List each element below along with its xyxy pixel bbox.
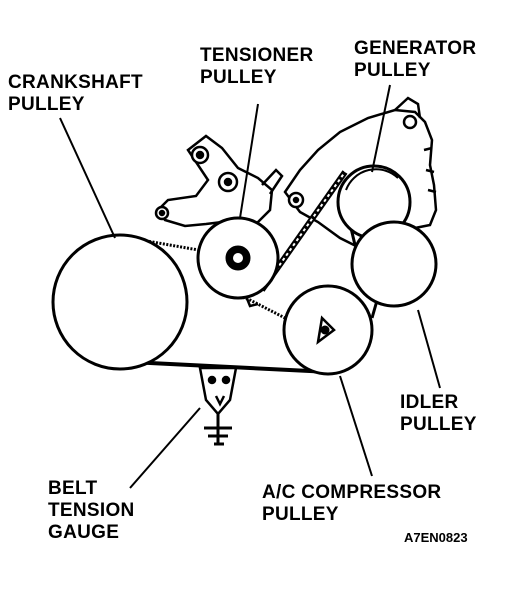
ac-compressor-pulley bbox=[282, 284, 374, 376]
belt-tension-gauge bbox=[198, 366, 238, 446]
tensioner-pulley bbox=[196, 216, 280, 308]
label-belt-tension-gauge: BELT TENSION GAUGE bbox=[48, 478, 135, 543]
label-tensioner-pulley: TENSIONER PULLEY bbox=[200, 45, 314, 88]
label-ac-compressor-pulley: A/C COMPRESSOR PULLEY bbox=[262, 482, 442, 525]
leader-idler bbox=[417, 309, 441, 389]
leader-generator bbox=[371, 84, 391, 173]
idler-pulley bbox=[350, 220, 438, 308]
crankshaft-pulley bbox=[51, 233, 189, 371]
label-generator-pulley: GENERATOR PULLEY bbox=[354, 38, 477, 81]
figure-code: A7EN0823 bbox=[404, 530, 468, 545]
label-crankshaft-pulley: CRANKSHAFT PULLEY bbox=[8, 72, 143, 115]
leader-gauge bbox=[129, 407, 201, 489]
leader-crankshaft bbox=[59, 117, 116, 239]
tensioner-bracket bbox=[154, 134, 284, 230]
leader-lines bbox=[59, 84, 441, 489]
leader-tensioner bbox=[239, 103, 259, 219]
leader-ac bbox=[339, 375, 373, 477]
label-idler-pulley: IDLER PULLEY bbox=[400, 392, 477, 435]
